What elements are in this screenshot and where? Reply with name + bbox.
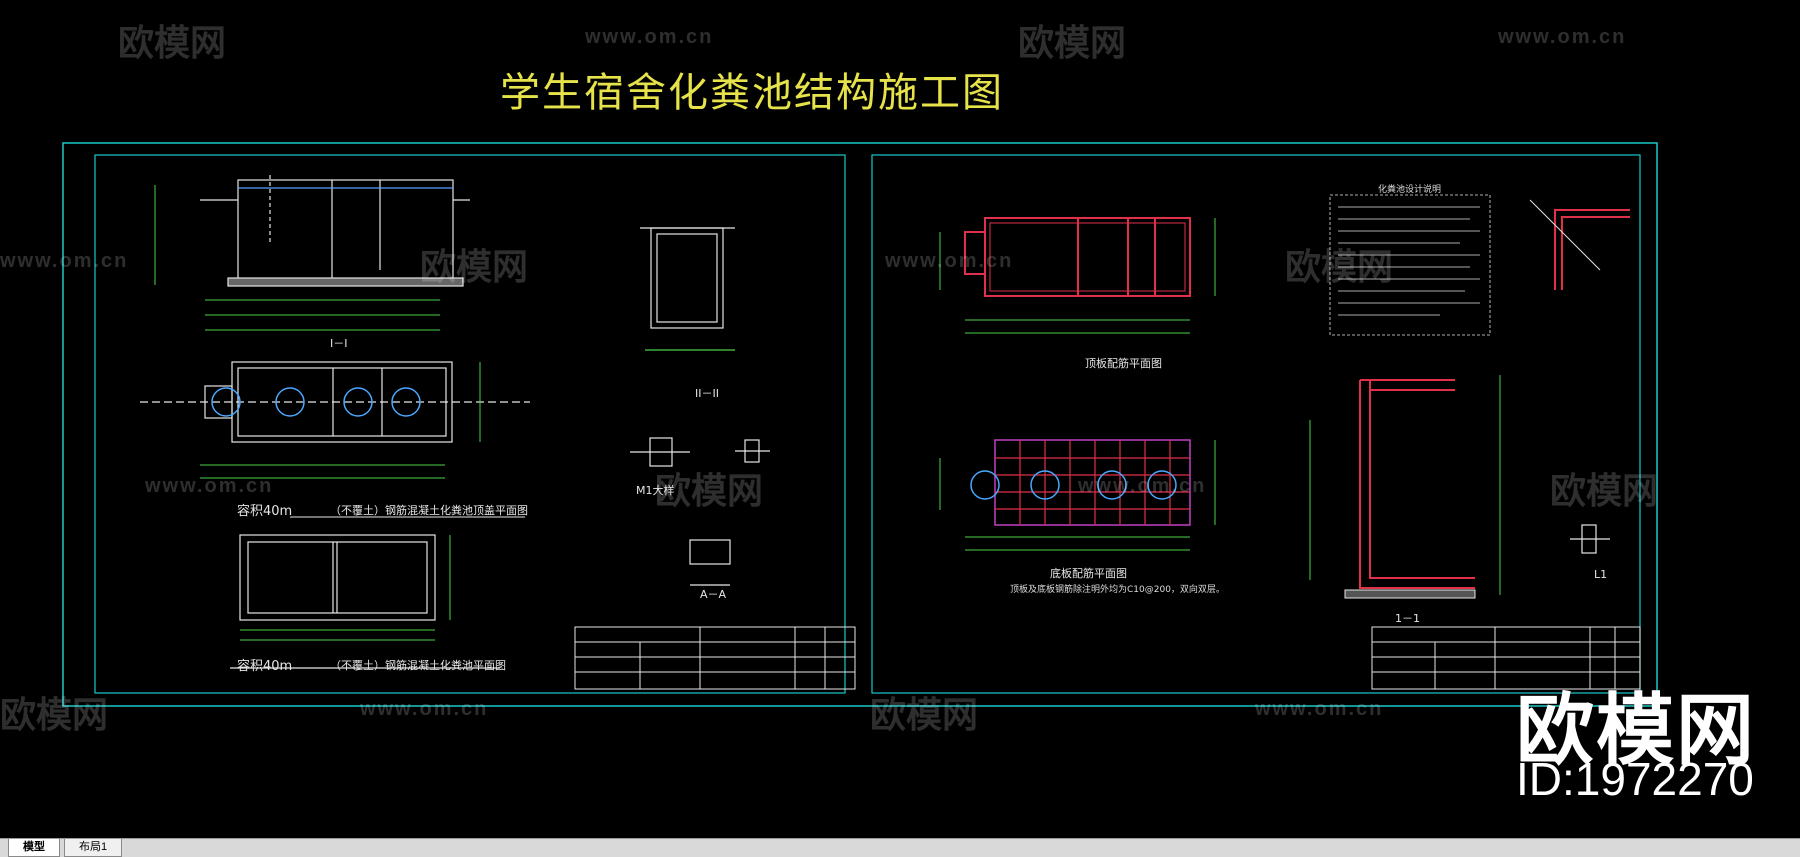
base-slab-rebar bbox=[994, 439, 1191, 526]
resource-id: ID:1972270 bbox=[1516, 753, 1754, 805]
l1-detail bbox=[1570, 524, 1610, 554]
section-2-2-drawing bbox=[640, 227, 735, 351]
section-2-2-caption: II－II bbox=[695, 387, 719, 400]
base-slab-dims bbox=[939, 440, 1216, 551]
m1-detail-caption: M1大样 bbox=[636, 484, 675, 497]
base-slab-caption: 底板配筋平面图 bbox=[1050, 567, 1127, 580]
base-slab-manholes bbox=[970, 470, 1177, 500]
plan-covered-dims bbox=[200, 362, 525, 518]
drawing-title: 学生宿舍化粪池结构施工图 bbox=[500, 70, 1004, 116]
outer-frame bbox=[62, 142, 1658, 707]
section-1-1-caption: I－I bbox=[330, 337, 348, 350]
cad-drawing[interactable] bbox=[0, 0, 1800, 838]
plan-covered-volume: 容积40m bbox=[237, 504, 293, 519]
wall-section-dims bbox=[1309, 375, 1501, 595]
plan-uncovered-caption: （不覆土）钢筋混凝土化粪池平面图 bbox=[330, 659, 506, 672]
plan-uncovered-volume: 容积40m bbox=[237, 659, 293, 674]
sheet1-border bbox=[94, 154, 846, 694]
wall-section-caption: 1－1 bbox=[1395, 612, 1420, 625]
title-block-2 bbox=[1371, 626, 1641, 690]
wall-section-base bbox=[1344, 589, 1476, 599]
plan-covered-drawing bbox=[140, 361, 530, 443]
section-1-1-dims bbox=[154, 185, 440, 331]
m1-detail bbox=[630, 437, 770, 467]
corner-detail bbox=[1529, 199, 1630, 290]
plan-covered-manholes bbox=[211, 387, 421, 417]
cad-model-space[interactable]: 学生宿舍化粪池结构施工图 I－I II－II A－A M1大样 容积40m （不… bbox=[0, 0, 1800, 838]
brand-logo: 欧模网 bbox=[1516, 686, 1757, 776]
section-1-1-drawing bbox=[200, 175, 470, 287]
section-a-a bbox=[689, 539, 731, 586]
top-slab-caption: 顶板配筋平面图 bbox=[1085, 357, 1162, 370]
top-slab-dims bbox=[939, 218, 1216, 334]
tab-model[interactable]: 模型 bbox=[8, 839, 60, 857]
base-slab-note: 顶板及底板钢筋除注明外均为C10@200，双向双层。 bbox=[1010, 585, 1225, 595]
design-notes-title: 化粪池设计说明 bbox=[1378, 185, 1442, 195]
l1-caption: L1 bbox=[1594, 568, 1608, 581]
tab-layout1[interactable]: 布局1 bbox=[64, 839, 123, 857]
section-a-a-caption: A－A bbox=[700, 588, 727, 601]
top-slab-rebar bbox=[964, 217, 1191, 297]
design-notes-block bbox=[1329, 194, 1491, 336]
layout-tab-bar: 模型 布局1 bbox=[0, 838, 1800, 857]
wall-section-detail bbox=[1359, 379, 1475, 589]
sheet2-border bbox=[871, 154, 1641, 694]
base-slab-grid bbox=[995, 440, 1190, 525]
plan-uncovered-drawing bbox=[230, 534, 500, 669]
title-block-1 bbox=[574, 626, 856, 690]
plan-covered-caption: （不覆土）钢筋混凝土化粪池顶盖平面图 bbox=[330, 504, 528, 517]
plan-uncovered-dims bbox=[240, 535, 451, 641]
